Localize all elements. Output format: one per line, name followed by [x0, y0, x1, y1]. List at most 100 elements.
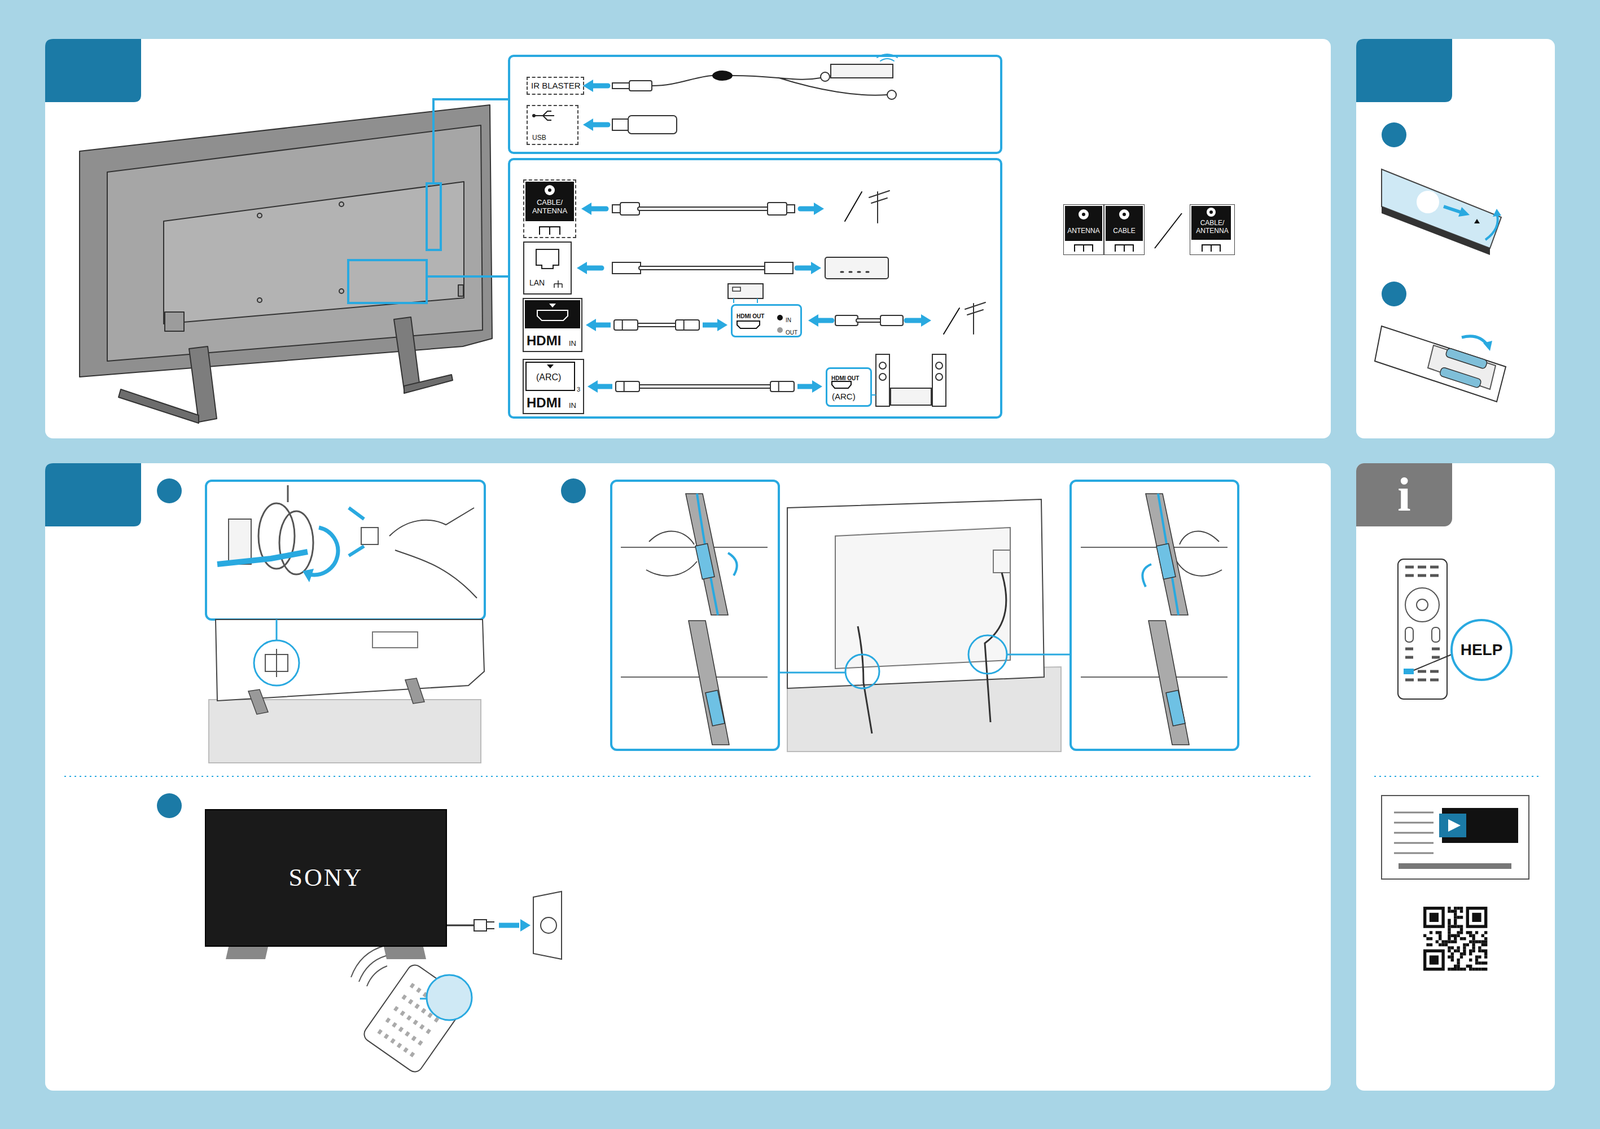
cable-management-illustration — [1176, 531, 1222, 576]
port-icon — [777, 327, 783, 333]
qr-module — [1460, 952, 1463, 956]
qr-module — [1471, 913, 1481, 923]
port-text: ANTENNA — [1067, 227, 1100, 236]
text-holder: (ARC) — [831, 391, 856, 402]
cable-management-illustration — [217, 551, 308, 565]
qr-module — [1423, 906, 1445, 929]
port-icon — [890, 388, 932, 406]
cable-illustration — [965, 302, 986, 335]
qr-module — [1481, 949, 1485, 953]
qr-module — [1451, 952, 1454, 956]
cable-illustration — [612, 262, 641, 274]
cable-management-illustration — [845, 654, 880, 689]
qr-module — [1469, 965, 1472, 968]
panel-background — [1356, 38, 1555, 439]
help-remote-illustration — [1448, 819, 1461, 832]
qr-module — [1441, 943, 1445, 947]
info-tab: i — [1356, 463, 1453, 527]
qr-module — [1460, 931, 1463, 935]
qr-module — [1481, 961, 1485, 965]
qr-module — [1453, 925, 1457, 928]
qr-module — [1426, 943, 1429, 947]
port-icon — [548, 188, 552, 192]
qr-code — [1423, 906, 1488, 971]
cable-illustration — [628, 115, 677, 134]
cable-illustration — [639, 206, 768, 212]
cable-illustration — [816, 318, 832, 324]
qr-module — [1451, 955, 1454, 959]
text-holder: HDMI OUT — [831, 372, 859, 383]
qr-module — [1453, 919, 1457, 923]
qr-module — [1453, 913, 1457, 916]
port-highlight — [433, 99, 510, 184]
qr-module — [1447, 925, 1451, 928]
hdmi-plug — [770, 381, 795, 392]
qr-module — [1475, 931, 1479, 935]
text-holder: SONY — [288, 864, 364, 893]
cable-management-illustration — [1156, 543, 1176, 580]
port-icon — [875, 354, 890, 407]
text-holder: ANTENNA — [1067, 225, 1100, 236]
qr-module — [1484, 961, 1488, 965]
qr-module — [1456, 925, 1460, 928]
qr-module — [1484, 931, 1488, 935]
port-icon — [1154, 213, 1182, 249]
help-remote-illustration — [1374, 776, 1540, 778]
cable-illustration — [576, 54, 986, 335]
qr-module — [1423, 934, 1427, 938]
qr-module — [1466, 931, 1470, 935]
qr-module — [1451, 934, 1454, 938]
cable-management-illustration — [228, 519, 252, 565]
port-icon — [1202, 244, 1221, 252]
port-icon — [732, 287, 741, 292]
qr-module — [1453, 909, 1457, 913]
cable-illustration — [712, 70, 733, 81]
cable-management-illustration — [695, 543, 715, 580]
cable-illustration — [589, 206, 607, 212]
qr-module — [1484, 967, 1488, 971]
cable-management-illustration — [728, 553, 738, 576]
qr-module — [1447, 922, 1451, 926]
arrow-head — [587, 380, 598, 393]
help-remote-illustration — [1441, 808, 1519, 844]
qr-module — [1484, 952, 1488, 956]
tv-rear-illustration — [339, 288, 344, 294]
battery-illustration — [1381, 206, 1490, 256]
port-icon — [554, 280, 563, 288]
qr-module — [1471, 937, 1475, 941]
panel-background — [1356, 463, 1555, 1091]
cable-management-illustration — [688, 620, 730, 745]
qr-module — [1478, 967, 1481, 971]
port-icon — [1119, 209, 1130, 220]
panel-tab — [45, 38, 142, 103]
cable-illustration — [590, 83, 608, 89]
help-remote-illustration — [1431, 627, 1440, 643]
cable-management-illustration — [646, 531, 698, 576]
qr-module — [1447, 946, 1451, 950]
qr-module — [1453, 949, 1457, 953]
port-highlight — [509, 55, 1002, 153]
port-icon — [728, 283, 764, 299]
port-text: HELP — [1460, 641, 1503, 660]
qr-module — [1469, 958, 1472, 962]
cable-illustration — [835, 315, 858, 326]
battery-illustration — [1381, 281, 1407, 307]
qr-module — [1451, 946, 1454, 950]
qr-module — [1441, 940, 1445, 944]
port-icon — [1122, 212, 1126, 217]
cable-management-illustration — [1070, 480, 1239, 751]
qr-module — [1460, 955, 1463, 959]
text-holder: IR BLASTER — [531, 80, 581, 91]
qr-module — [1444, 940, 1448, 944]
power-on-illustration — [540, 917, 557, 934]
qr-module — [1481, 943, 1485, 947]
port-label: (ARC)3HDMIIN — [522, 358, 585, 415]
panel-tab — [1356, 38, 1453, 103]
text-holder: i — [1397, 467, 1411, 523]
tv-rear-illustration — [163, 181, 464, 324]
cable-management-illustration — [611, 480, 779, 751]
arrow-shaft — [797, 384, 815, 390]
cable-illustration — [786, 204, 795, 213]
cable-management-illustration — [253, 640, 300, 686]
port-label: ANTENNA — [1063, 204, 1104, 256]
